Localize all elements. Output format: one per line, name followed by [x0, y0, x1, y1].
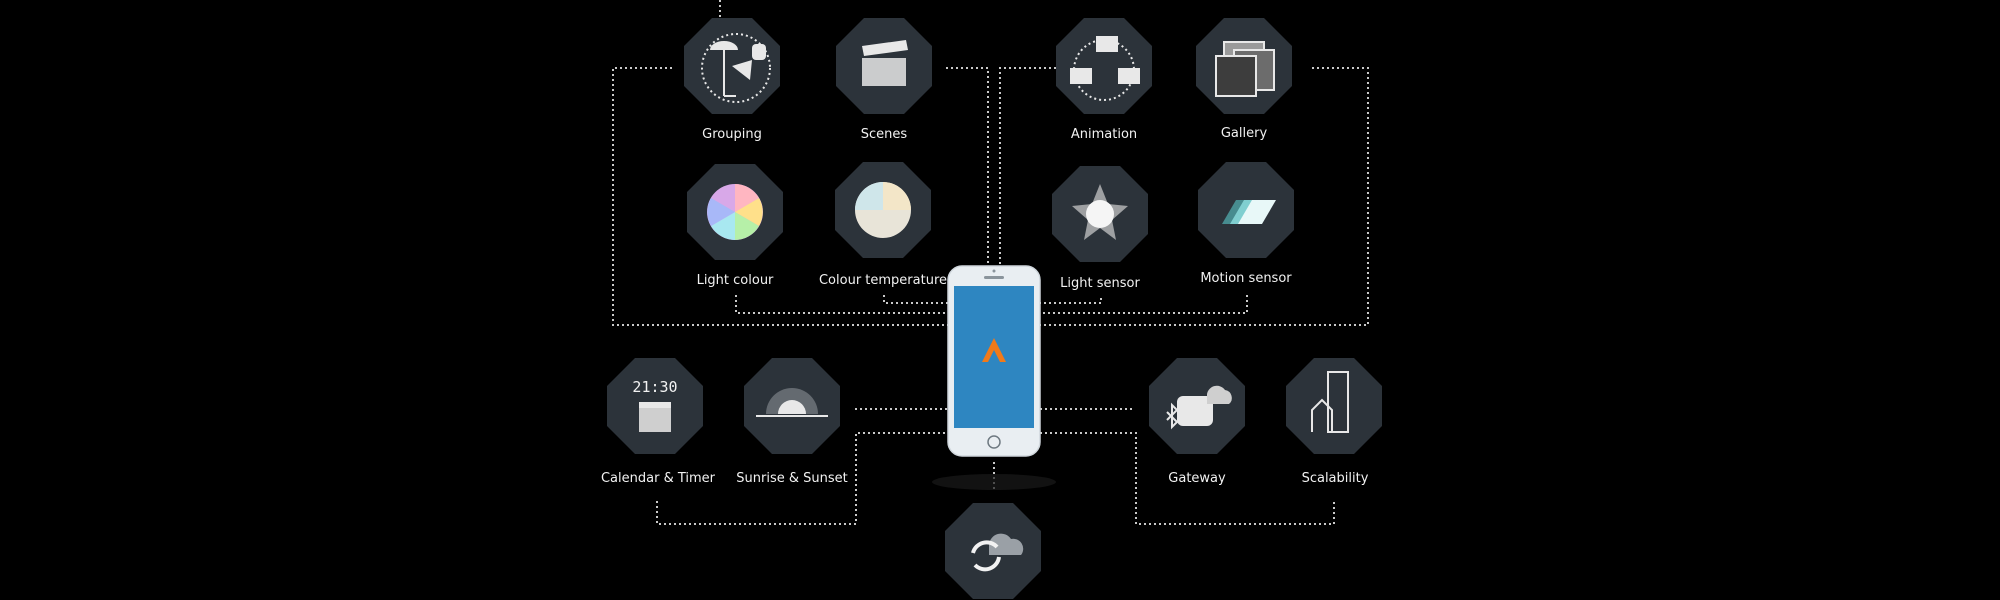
photo-stack-icon: [1215, 41, 1275, 97]
node-animation: [1056, 18, 1152, 114]
motion-trail-icon: [1222, 200, 1276, 224]
label-colour-temperature: Colour temperature: [819, 273, 947, 288]
label-scenes: Scenes: [861, 127, 908, 142]
multi-clapperboard-icon: [1070, 36, 1140, 101]
cloud-sync-icon: [971, 533, 1024, 572]
clapperboard-icon: [862, 40, 908, 86]
node-grouping: [684, 18, 780, 114]
sunrise-icon: [756, 388, 828, 417]
color-wheel-icon: [707, 184, 763, 240]
connector-bottom-left: [656, 432, 950, 525]
connector-grouping-scenes-right: [946, 67, 989, 268]
phone-camera: [992, 269, 996, 273]
label-gateway: Gateway: [1168, 471, 1226, 486]
label-gallery: Gallery: [1221, 126, 1268, 141]
phone-screen: [954, 286, 1034, 428]
connector-bottom-right: [1040, 432, 1335, 525]
label-sunrise-sunset: Sunrise & Sunset: [736, 471, 847, 486]
label-grouping: Grouping: [702, 127, 762, 142]
node-motion-sensor: [1198, 162, 1294, 258]
phone-shadow: [932, 474, 1056, 490]
feature-labels: Grouping Scenes Animation Gallery Light …: [601, 126, 1369, 486]
temperature-wheel-icon: [855, 182, 911, 238]
node-gateway: [1149, 358, 1245, 454]
node-light-sensor: [1052, 166, 1148, 262]
app-logo-icon: [982, 338, 1006, 362]
label-calendar-timer: Calendar & Timer: [601, 471, 716, 486]
node-cloud-sync: [945, 503, 1041, 599]
node-sunrise-sunset: [744, 358, 840, 454]
node-scenes: [836, 18, 932, 114]
node-calendar-timer: 21:30: [607, 358, 703, 454]
phone-speaker: [984, 276, 1004, 279]
label-animation: Animation: [1071, 127, 1137, 142]
buildings-icon: [1311, 371, 1349, 433]
node-colour-temperature: [835, 162, 931, 258]
calendar-clock-icon: 21:30: [632, 378, 678, 432]
node-gallery: [1196, 18, 1292, 114]
connector-animation-left: [999, 67, 1056, 268]
smartphone: [932, 265, 1056, 490]
node-light-colour: [687, 164, 783, 260]
connector-lightcolour: [735, 295, 966, 314]
light-burst-icon: [1072, 184, 1128, 240]
clock-readout: 21:30: [632, 378, 677, 396]
connector-motionsensor: [1019, 295, 1248, 314]
home-button: [987, 435, 1001, 449]
bluetooth-gateway-icon: [1166, 385, 1232, 430]
label-light-sensor: Light sensor: [1060, 276, 1140, 291]
lamp-group-icon: [701, 33, 771, 103]
label-light-colour: Light colour: [697, 273, 774, 288]
label-motion-sensor: Motion sensor: [1200, 271, 1292, 286]
label-scalability: Scalability: [1302, 471, 1369, 486]
node-scalability: [1286, 358, 1382, 454]
